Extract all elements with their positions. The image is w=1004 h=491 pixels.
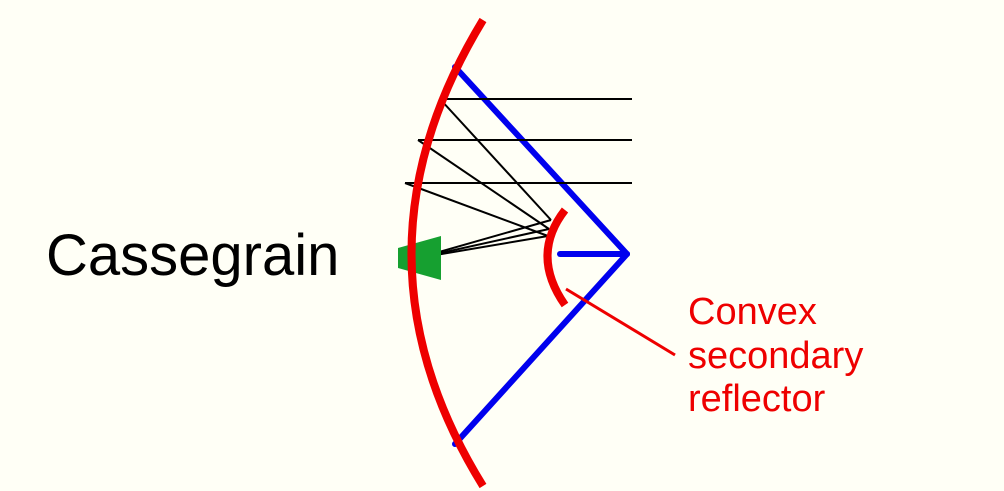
diagram-title: Cassegrain xyxy=(46,223,339,288)
primary-reflected-rays xyxy=(404,98,552,237)
ray-primary-3 xyxy=(404,182,549,237)
secondary-label-leader xyxy=(565,287,676,357)
upper-strut xyxy=(452,64,630,257)
secondary-label-line-2: secondary xyxy=(688,335,863,377)
primary-reflector xyxy=(407,17,487,489)
ray-primary-1 xyxy=(439,98,552,221)
feed-horn-icon xyxy=(398,236,441,280)
secondary-label: Convex secondary reflector xyxy=(688,291,863,420)
incoming-rays xyxy=(405,98,632,184)
ray-primary-2 xyxy=(417,139,550,230)
secondary-reflector xyxy=(543,207,569,308)
secondary-label-line-3: reflector xyxy=(688,378,826,420)
lower-strut xyxy=(452,251,630,447)
secondary-label-line-1: Convex xyxy=(688,291,817,333)
support-struts xyxy=(452,64,630,447)
